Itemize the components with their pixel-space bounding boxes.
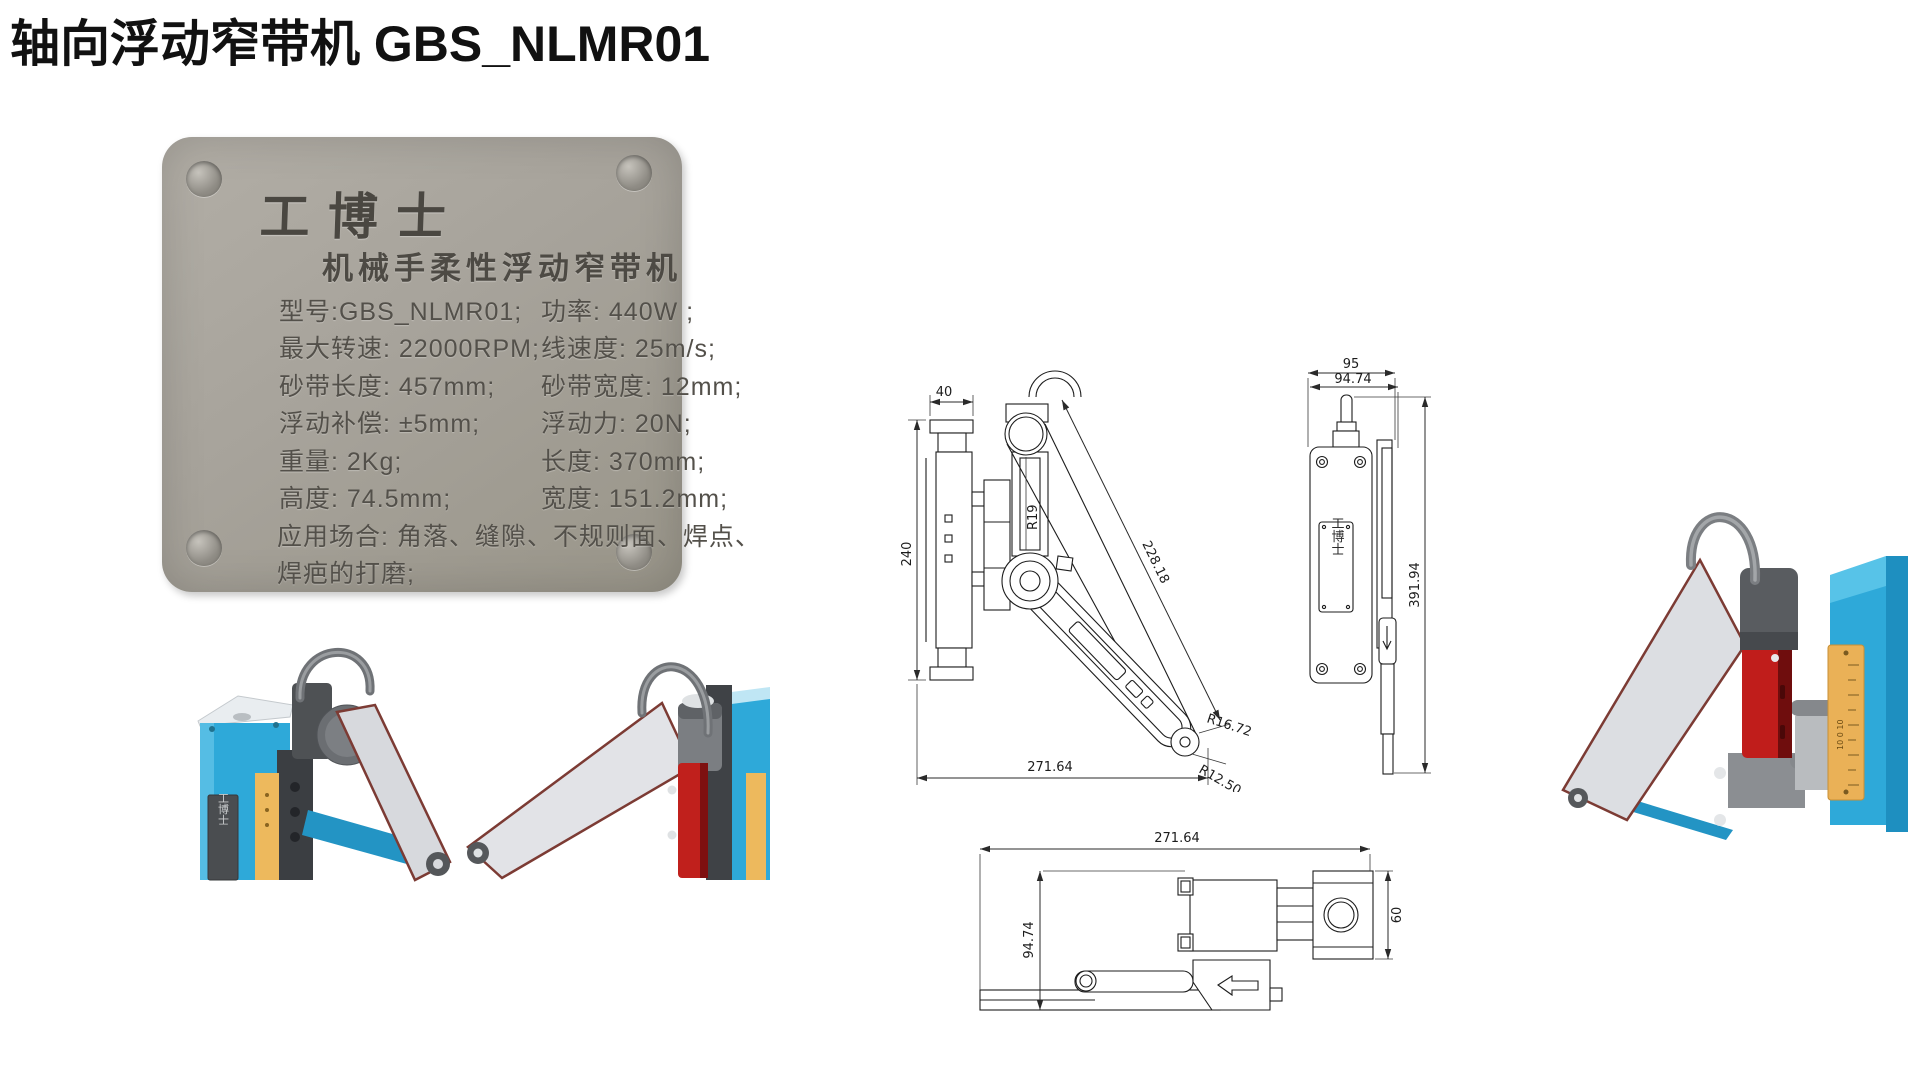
tower-top-cap (197, 695, 294, 727)
svg-text:94.74: 94.74 (1022, 921, 1037, 958)
svg-text:40: 40 (936, 385, 953, 400)
front-linear-rail (1011, 451, 1049, 557)
nameplate-spec-table: 型号:GBS_NLMR01; 功率: 440W ; 最大转速: 22000RPM… (162, 291, 761, 591)
spec-weight: 重量: 2Kg; (279, 447, 403, 476)
side-body: 工博士 (1309, 446, 1373, 684)
front-dim-r19: R19 (1025, 457, 1041, 550)
render-iso-center (466, 662, 770, 880)
spec-row: 重量: 2Kg; 长度: 370mm; (162, 441, 704, 479)
spec-height: 高度: 74.5mm; (279, 485, 452, 514)
spec-float-compensation: 浮动补偿: ±5mm; (279, 410, 481, 439)
top-body (979, 870, 1374, 1011)
spec-max-speed: 最大转速: 22000RPM; (279, 335, 540, 364)
front-dim-271: 271.64 (916, 684, 1209, 785)
svg-text:60: 60 (1390, 907, 1405, 924)
down-arrow-icon (1382, 626, 1392, 651)
spec-model: 型号:GBS_NLMR01; (279, 297, 523, 326)
spec-application-line2: 焊疤的打磨; (277, 560, 415, 589)
cad-side-view: 工博士 95 94.74 391.94 (1307, 357, 1431, 775)
front-dim-240: 240 (900, 419, 926, 681)
guide-rod (1790, 700, 1836, 716)
sanding-belt (466, 701, 694, 880)
render-iso-right: 10 0 10 (1561, 512, 1908, 840)
sanding-belt (335, 703, 452, 882)
front-dim-r12: R12.50 (1191, 753, 1244, 792)
spec-row: 高度: 74.5mm; 宽度: 151.2mm; (162, 479, 727, 517)
spec-length: 长度: 370mm; (541, 447, 706, 476)
side-rail-plates (1376, 439, 1397, 775)
float-scale-plate (1827, 644, 1865, 801)
scale-strip (746, 773, 766, 880)
screw-hole-icon (616, 534, 652, 570)
spindle-housing (1740, 568, 1798, 650)
render-iso-left: 工博士 (197, 648, 452, 882)
top-dim-271: 271.64 (979, 831, 1371, 990)
float-scale-ticks-text: 10 0 10 (1836, 719, 1845, 750)
spec-power: 功率: 440W ; (541, 297, 695, 326)
front-dim-r16: R16.72 (1198, 712, 1254, 741)
spec-width: 宽度: 151.2mm; (541, 485, 729, 514)
tower-top-cap (724, 687, 770, 705)
svg-text:391.94: 391.94 (1408, 562, 1423, 608)
side-dim-95: 95 (1307, 357, 1396, 447)
sanding-belt (1561, 557, 1747, 822)
page-title: 轴向浮动窄带机 GBS_NLMR01 (10, 16, 711, 72)
cap-screw-icon (233, 713, 251, 721)
screw-hole-icon (616, 155, 652, 191)
spec-line-speed: 线速度: 25m/s; (541, 335, 716, 364)
svg-text:271.64: 271.64 (1154, 831, 1200, 846)
cad-top-view: 271.64 94.74 60 (979, 831, 1405, 1011)
screw-hole-icon (186, 161, 222, 197)
direction-arrow-icon (1217, 974, 1259, 997)
svg-text:271.64: 271.64 (1027, 760, 1073, 775)
side-plate-text: 工博士 (1329, 517, 1345, 556)
svg-text:R12.50: R12.50 (1196, 762, 1244, 792)
spec-row: 型号:GBS_NLMR01; 功率: 440W ; (162, 291, 693, 329)
svg-text:228.18: 228.18 (1138, 539, 1171, 586)
front-dim-40: 40 (929, 385, 974, 416)
spec-float-force: 浮动力: 20N; (541, 410, 692, 439)
svg-text:94.74: 94.74 (1334, 372, 1371, 387)
render-brand-plate (207, 794, 239, 881)
cad-front-view: 40 240 R19 228.18 R16.72 R12.50 27 (900, 370, 1254, 792)
side-plug (1332, 394, 1360, 448)
svg-text:95: 95 (1343, 357, 1360, 372)
svg-text:R19: R19 (1026, 504, 1041, 530)
spec-row: 浮动补偿: ±5mm; 浮动力: 20N; (162, 404, 691, 442)
front-fixture-plate (925, 419, 985, 681)
spec-row: 最大转速: 22000RPM; 线速度: 25m/s; (162, 329, 715, 367)
mount-plate-back (1886, 556, 1908, 832)
spec-belt-length: 砂带长度: 457mm; (279, 372, 496, 401)
spec-application-line1: 应用场合: 角落、缝隙、不规则面、焊点、 (277, 522, 761, 551)
brand-logo-text: 工博士 (258, 187, 465, 246)
top-dim-60: 60 (1375, 870, 1405, 960)
spec-row: 砂带长度: 457mm; 砂带宽度: 12mm; (162, 366, 741, 404)
svg-text:R16.72: R16.72 (1205, 712, 1254, 741)
top-dim-94: 94.74 (1022, 870, 1185, 1010)
render-brand-plate-text: 工博士 (217, 793, 230, 826)
screw-hole-icon (186, 530, 222, 566)
product-nameplate: 工博士 机械手柔性浮动窄带机 型号:GBS_NLMR01; 功率: 440W ;… (162, 137, 761, 592)
svg-text:240: 240 (900, 542, 915, 567)
side-dim-391: 391.94 (1354, 396, 1431, 774)
spec-belt-width: 砂带宽度: 12mm; (541, 372, 743, 401)
side-dim-94: 94.74 (1310, 372, 1399, 448)
nameplate-subtitle: 机械手柔性浮动窄带机 (322, 251, 682, 286)
